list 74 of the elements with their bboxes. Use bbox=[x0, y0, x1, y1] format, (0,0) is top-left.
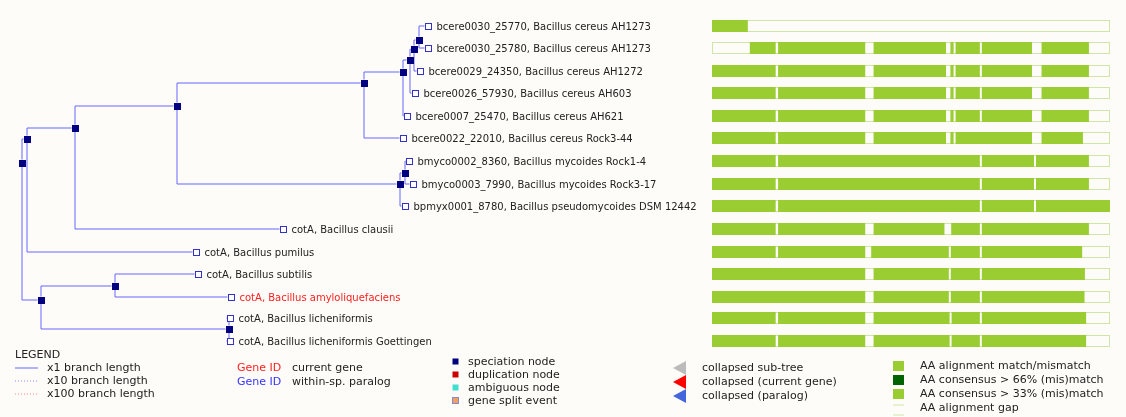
legend-text: gene split event bbox=[468, 394, 557, 407]
legend-text: AA consensus > 66% (mis)match bbox=[920, 373, 1104, 386]
gene-label: cotA, Bacillus subtilis bbox=[206, 268, 313, 280]
tree-branch bbox=[40, 303, 226, 330]
speciation-node bbox=[37, 296, 45, 304]
tree-branch bbox=[413, 39, 416, 46]
tree-branch bbox=[418, 43, 425, 49]
tree-branch bbox=[404, 176, 410, 185]
speciation-node bbox=[18, 159, 26, 167]
speciation-node bbox=[225, 325, 233, 333]
gene-label: bmyco0003_7990, Bacillus mycoides Rock3-17 bbox=[421, 178, 657, 190]
speciation-node bbox=[415, 36, 423, 44]
tree-branch bbox=[399, 187, 402, 207]
tree-branch bbox=[74, 131, 280, 230]
speciation-node bbox=[111, 282, 119, 290]
speciation-node bbox=[406, 56, 414, 64]
speciation-node bbox=[399, 68, 407, 76]
legend-text: collapsed (paralog) bbox=[702, 389, 808, 402]
gene-label: bcere0007_25470, Bacillus cereus AH621 bbox=[415, 110, 624, 122]
tree-branch bbox=[402, 59, 407, 69]
legend-text: within-sp. paralog bbox=[292, 375, 391, 388]
tree-branch bbox=[176, 109, 397, 185]
tree-branch bbox=[409, 63, 412, 94]
legend-text: x10 branch length bbox=[47, 374, 148, 387]
legend-text: current gene bbox=[292, 361, 363, 374]
speciation-node bbox=[360, 79, 368, 87]
gene-label: bcere0030_25780, Bacillus cereus AH1273 bbox=[436, 42, 651, 54]
gene-label: cotA, Bacillus licheniformis bbox=[238, 312, 373, 324]
legend-text: speciation node bbox=[468, 355, 556, 368]
legend-text: collapsed (current gene) bbox=[702, 375, 837, 388]
tree-branch bbox=[404, 160, 406, 170]
legend-text: collapsed sub-tree bbox=[702, 361, 804, 374]
gene-label: bcere0029_24350, Bacillus cereus AH1272 bbox=[428, 65, 643, 77]
tree-branch bbox=[21, 166, 38, 301]
gene-label: bcere0026_57930, Bacillus cereus AH603 bbox=[423, 87, 632, 99]
legend-text: AA alignment match/mismatch bbox=[920, 359, 1091, 372]
gene-label: bmyco0002_8360, Bacillus mycoides Rock1-4 bbox=[417, 155, 647, 167]
legend-text: duplication node bbox=[468, 368, 560, 381]
gene-label: cotA, Bacillus amyloliquefaciens bbox=[239, 291, 401, 303]
tree-branch bbox=[26, 127, 72, 136]
legend-text: AA alignment gap bbox=[920, 401, 1019, 414]
tree-branch bbox=[114, 273, 195, 283]
gene-label: cotA, Bacillus clausii bbox=[291, 223, 394, 235]
tree-branch bbox=[176, 82, 361, 103]
tree-branch bbox=[399, 172, 402, 181]
legend-text: ambiguous node bbox=[468, 381, 560, 394]
speciation-node bbox=[71, 124, 79, 132]
speciation-node bbox=[396, 180, 404, 188]
speciation-node bbox=[410, 45, 418, 53]
legend-title: LEGEND bbox=[15, 348, 61, 361]
tree-branch bbox=[402, 75, 404, 117]
tree-branch bbox=[74, 105, 174, 125]
tree-branch bbox=[40, 285, 112, 297]
gene-id-sample: Gene ID bbox=[237, 375, 282, 388]
legend-text: x100 branch length bbox=[47, 387, 155, 400]
tree-branch bbox=[363, 86, 400, 139]
tree-branch bbox=[418, 25, 425, 37]
legend-text: AA consensus > 33% (mis)match bbox=[920, 387, 1104, 400]
gene-label: cotA, Bacillus pumilus bbox=[204, 246, 315, 258]
tree-branch bbox=[26, 142, 193, 253]
tree-branch bbox=[413, 52, 417, 72]
gene-id-sample: Gene ID bbox=[237, 361, 282, 374]
gene-label: cotA, Bacillus licheniformis Goettingen bbox=[238, 335, 432, 347]
gene-label: bcere0030_25770, Bacillus cereus AH1273 bbox=[436, 20, 651, 32]
speciation-node bbox=[173, 102, 181, 110]
gene-label: bcere0022_22010, Bacillus cereus Rock3-44 bbox=[411, 132, 633, 144]
tree-branch bbox=[114, 289, 228, 298]
tree-branch bbox=[21, 138, 24, 160]
legend-text: x1 branch length bbox=[47, 361, 141, 374]
speciation-node bbox=[401, 169, 409, 177]
tree-branch bbox=[409, 48, 411, 57]
tree-branch bbox=[363, 71, 400, 80]
gene-label: bpmyx0001_8780, Bacillus pseudomycoides DSM 12442 bbox=[413, 200, 697, 212]
speciation-node bbox=[23, 135, 31, 143]
